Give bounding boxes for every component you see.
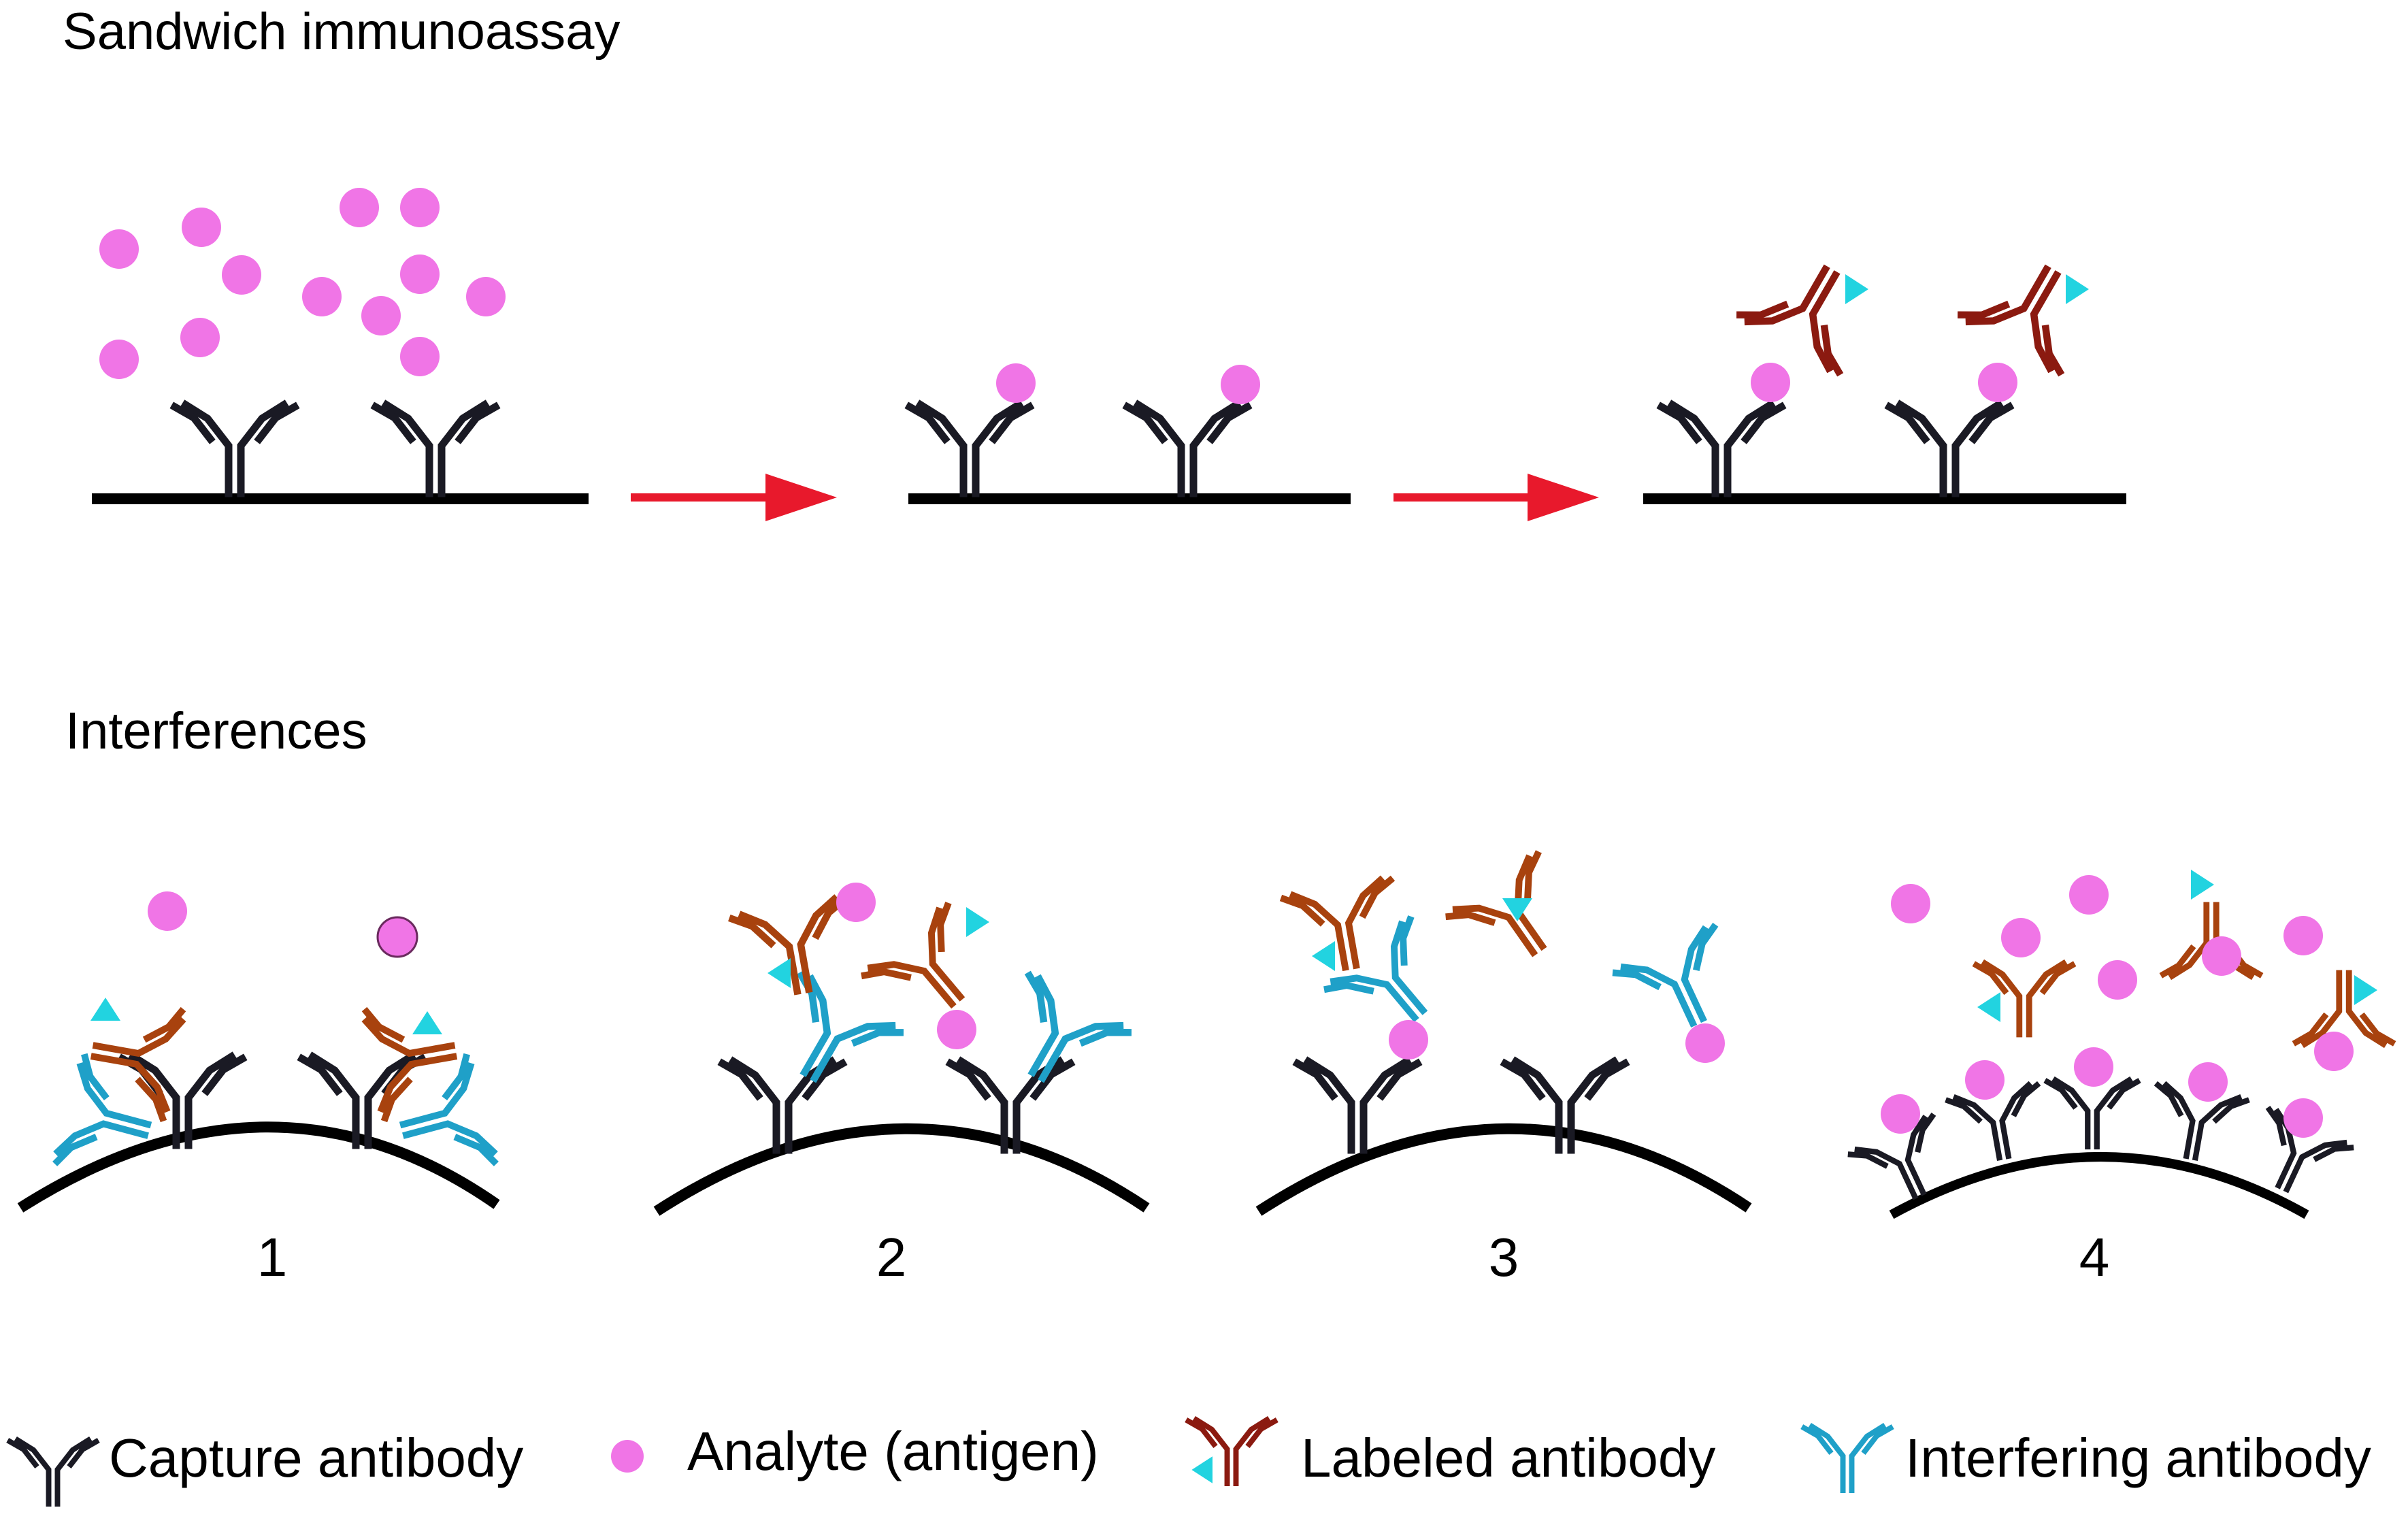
analyte xyxy=(1978,363,2017,402)
capture-antibody xyxy=(1948,1084,2048,1165)
panel-number: 4 xyxy=(2079,1227,2110,1287)
label-tag xyxy=(2066,274,2089,304)
capture-antibody xyxy=(376,405,495,493)
capture-antibody xyxy=(910,405,1029,493)
label-tag xyxy=(966,907,989,937)
panel-number: 2 xyxy=(876,1227,907,1287)
analyte xyxy=(1685,1023,1725,1063)
capture-antibody-icon xyxy=(10,1440,97,1504)
capture-antibody xyxy=(175,405,295,493)
analyte-icon xyxy=(611,1440,644,1473)
analyte xyxy=(1389,1020,1428,1060)
legend-label: Interfering antibody xyxy=(1905,1428,2371,1488)
labeled-antibody xyxy=(1284,879,1404,976)
labeled-antibody xyxy=(1960,244,2101,374)
capture-antibody xyxy=(1890,405,2009,493)
label-tag xyxy=(2191,870,2214,900)
labeled-antibody xyxy=(2296,973,2392,1044)
capture-antibody xyxy=(1662,405,1781,493)
legend-label: Capture antibody xyxy=(109,1428,523,1488)
legend-label: Labeled antibody xyxy=(1301,1428,1715,1488)
labeled-antibody xyxy=(1739,244,1880,374)
interference-panel-2: 2 xyxy=(653,883,1150,1287)
capture-antibody xyxy=(1127,405,1247,493)
legend: Capture antibody Analyte (antigen) Label… xyxy=(10,1419,2371,1504)
sandwich-step-1 xyxy=(92,188,589,504)
label-tag xyxy=(2354,975,2377,1005)
interfering-antibody xyxy=(989,974,1129,1104)
label-tag xyxy=(1191,1456,1213,1483)
analyte xyxy=(148,891,187,931)
analyte xyxy=(937,1010,976,1049)
analyte xyxy=(376,916,418,958)
interference-panel-4: 4 xyxy=(1850,870,2392,1287)
interfering-antibody xyxy=(761,974,902,1104)
legend-item-labeled: Labeled antibody xyxy=(1189,1419,1715,1488)
label-tag xyxy=(1977,992,2000,1022)
interfering-antibody-icon xyxy=(1804,1426,1891,1490)
analyte xyxy=(996,363,1036,403)
capture-antibody xyxy=(2047,1081,2137,1147)
legend-label: Analyte (antigen) xyxy=(687,1421,1099,1481)
step-arrow-2 xyxy=(1393,474,1599,521)
sandwich-step-2 xyxy=(908,363,1351,504)
analyte xyxy=(836,883,876,922)
interference-panel-3: 3 xyxy=(1255,853,1752,1287)
capture-antibody xyxy=(1298,1062,1417,1150)
step-arrow-1 xyxy=(631,474,837,521)
analyte-cluster xyxy=(99,188,506,379)
interference-panel-1: 1 xyxy=(17,891,500,1287)
interferences-title: Interferences xyxy=(65,702,367,760)
analyte-cluster xyxy=(1881,875,2354,1138)
interfering-antibody xyxy=(391,1057,496,1181)
legend-item-analyte: Analyte (antigen) xyxy=(611,1421,1099,1481)
interfering-antibody xyxy=(1615,925,1747,1043)
sandwich-immunoassay-title: Sandwich immunoassay xyxy=(63,3,621,61)
label-tag xyxy=(1312,941,1335,971)
label-tag xyxy=(768,958,791,988)
panel-number: 3 xyxy=(1489,1227,1519,1287)
analyte xyxy=(1221,365,1260,404)
analyte xyxy=(1751,363,1790,402)
label-tag xyxy=(90,998,120,1021)
panel-number: 1 xyxy=(257,1227,288,1287)
label-tag xyxy=(412,1011,442,1034)
legend-item-interfering: Interfering antibody xyxy=(1804,1426,2371,1490)
label-tag xyxy=(1845,274,1868,304)
legend-item-capture: Capture antibody xyxy=(10,1428,523,1504)
sandwich-step-3 xyxy=(1643,244,2126,504)
